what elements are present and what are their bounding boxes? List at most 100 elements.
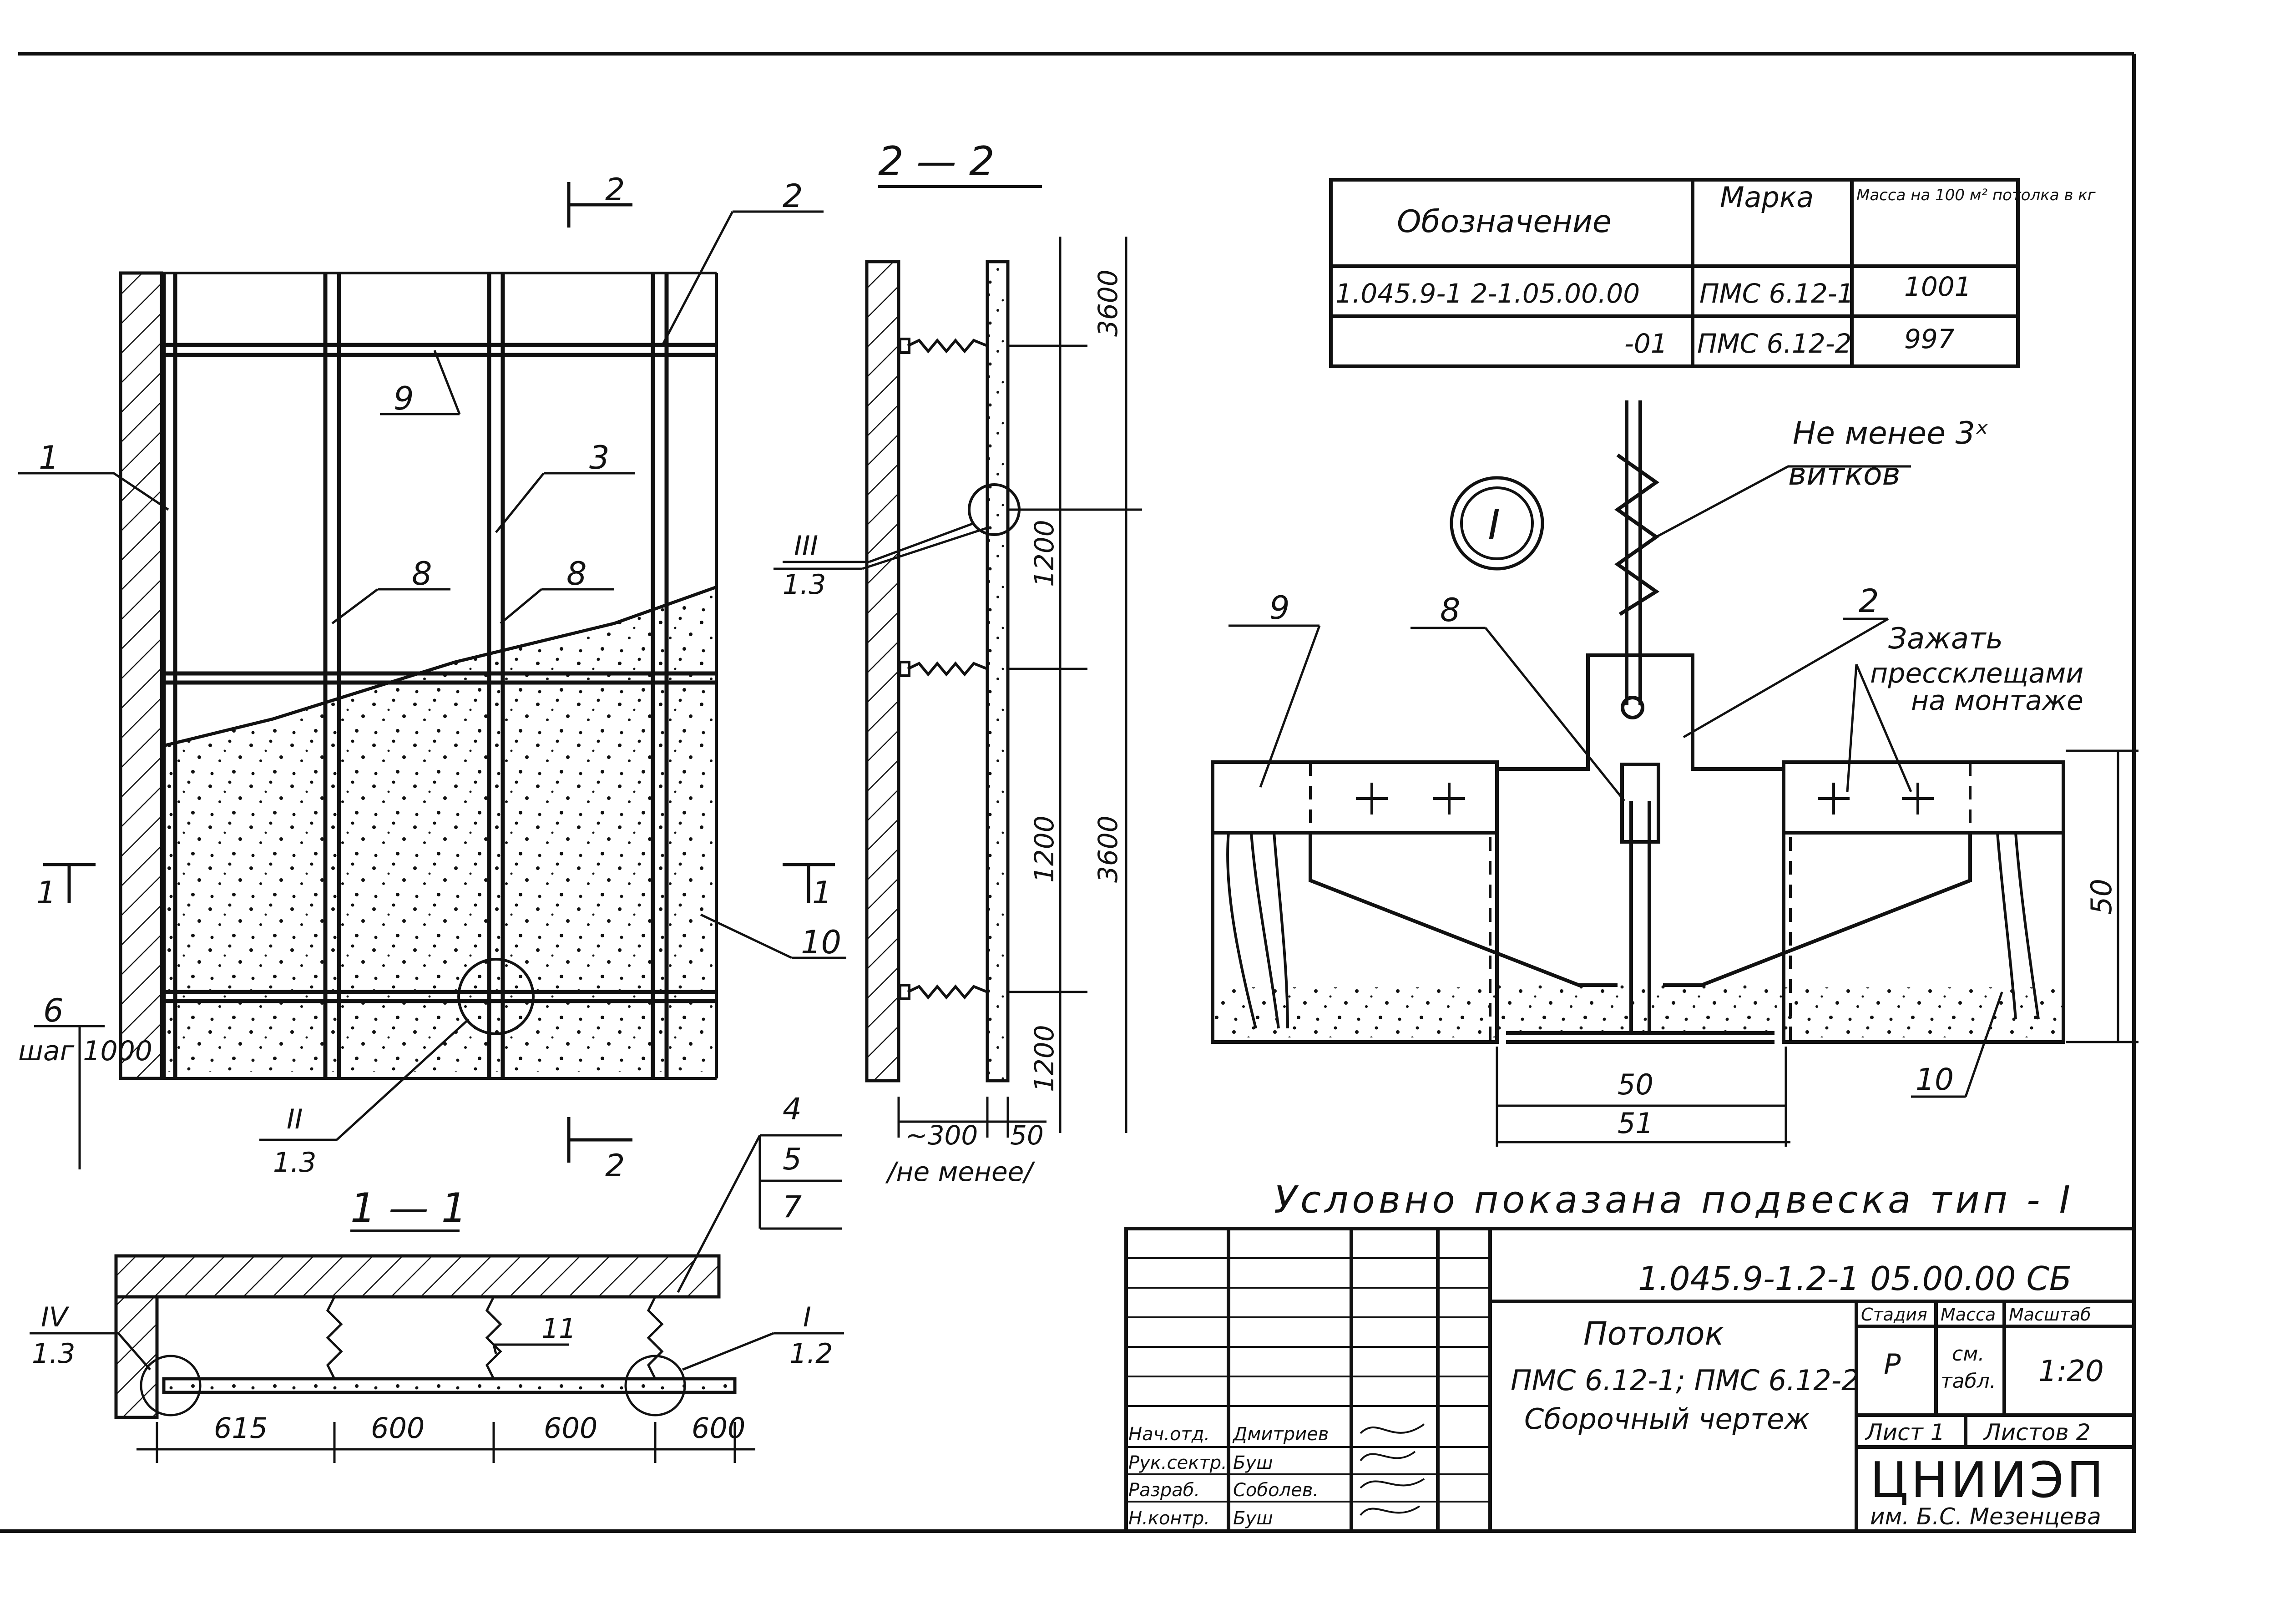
dim-1200-a: 1200 <box>1029 520 1060 587</box>
title-sheets: Листов 2 <box>1983 1419 2090 1446</box>
plan-label-10: 10 <box>801 924 841 961</box>
detail-node-i: I <box>1211 400 2138 1222</box>
plan-label-5: 5 <box>783 1142 802 1177</box>
plan-ref-ii-den: 1.3 <box>273 1147 316 1179</box>
detail-node-mark: I <box>1488 501 1500 549</box>
plan-label-3: 3 <box>589 439 610 476</box>
title-sheet: Лист 1 <box>1865 1419 1945 1446</box>
person-role-1: Нач.отд. <box>1128 1424 1210 1445</box>
detail-label-2: 2 <box>1859 582 1879 620</box>
detail-dim-51: 51 <box>1618 1107 1653 1140</box>
plan-wall-hatch <box>119 271 163 1080</box>
detail-dim-50-vertical: 50 <box>2085 879 2118 915</box>
spec-header-mark: Марка <box>1720 181 1814 214</box>
plan-label-8a: 8 <box>412 555 432 592</box>
title-header-mass: Масса <box>1941 1305 1996 1325</box>
section-2-2-title: 2 — 2 <box>878 138 995 185</box>
person-name-4: Буш <box>1233 1508 1273 1529</box>
section-1-1-title: 1 — 1 <box>350 1184 467 1231</box>
title-header-scale: Масштаб <box>2009 1305 2091 1325</box>
detail-caption: Условно показана подвеска тип - I <box>1274 1179 2074 1222</box>
section-1-1-ref-iv-num: IV <box>41 1301 70 1333</box>
person-role-4: Н.контр. <box>1128 1508 1210 1529</box>
title-org-1: ЦНИИЭП <box>1870 1452 2106 1509</box>
section-1-1-wall <box>114 1295 159 1419</box>
person-role-3: Разраб. <box>1128 1480 1200 1501</box>
section-1-1-label-11: 11 <box>541 1313 576 1345</box>
dim-3600-bottom: 3600 <box>1092 815 1123 883</box>
title-mass-2: табл. <box>1941 1370 1996 1393</box>
section-1-1-ref-i-num: I <box>803 1301 811 1333</box>
section-mark-1-right: 1 <box>812 875 832 911</box>
spec-table: Обозначение Марка Масса на 100 м² потолк… <box>1329 178 2096 368</box>
title-header-stage: Стадия <box>1861 1305 1927 1325</box>
plan-label-1: 1 <box>39 439 59 476</box>
section-1-1-panel <box>162 1377 737 1394</box>
plan-step-note: шаг 1000 <box>18 1035 152 1067</box>
plan-ref-ii-num: II <box>287 1103 303 1135</box>
dim-600-b: 600 <box>544 1412 597 1445</box>
dim-1200-c: 1200 <box>1029 1025 1060 1092</box>
detail-note-turns-2: витков <box>1788 456 1901 492</box>
section-2-2-wall <box>865 260 900 1083</box>
dim-600-a: 600 <box>371 1412 425 1445</box>
spec-row2-designation: -01 <box>1624 328 1668 359</box>
person-name-3: Соболев. <box>1233 1480 1319 1501</box>
detail-left-fill <box>1214 987 1496 1037</box>
plan-label-7: 7 <box>783 1189 802 1224</box>
dim-615: 615 <box>214 1412 268 1445</box>
title-org-2: им. Б.С. Мезенцева <box>1870 1503 2101 1530</box>
plan-filled-area <box>162 587 717 1072</box>
title-line-1: Потолок <box>1583 1315 1724 1352</box>
dim-50-s22: 50 <box>1010 1120 1044 1151</box>
section-1-1-slab <box>114 1254 721 1299</box>
dim-600-c: 600 <box>692 1412 745 1445</box>
dim-300: ~300 <box>905 1120 978 1151</box>
plan-label-6: 6 <box>43 992 64 1029</box>
section-2-2-ceiling-panel <box>986 260 1010 1083</box>
section-2-2-ref-iii-den: 1.3 <box>783 569 826 601</box>
title-block: 1.045.9-1.2-1 05.00.00 СБ Потолок ПМС 6.… <box>1124 1227 2136 1533</box>
spec-row2-mass: 997 <box>1904 324 1955 354</box>
title-stage: Р <box>1884 1348 1901 1381</box>
title-mass-1: см. <box>1952 1342 1984 1366</box>
title-code: 1.045.9-1.2-1 05.00.00 СБ <box>1638 1260 2072 1298</box>
detail-label-10: 10 <box>1916 1062 1954 1097</box>
section-mark-2-bottom: 2 <box>605 1148 625 1184</box>
detail-right-fill <box>1785 987 2063 1037</box>
plan-label-9: 9 <box>394 380 414 417</box>
dim-note-min: /не менее/ <box>885 1156 1035 1187</box>
plan-fill-boundary <box>161 585 718 748</box>
title-line-2: ПМС 6.12-1; ПМС 6.12-2 <box>1511 1364 1860 1397</box>
spec-row1-mass: 1001 <box>1904 271 1972 302</box>
dim-1200-b: 1200 <box>1029 815 1060 883</box>
plan-node-ii-circle <box>457 958 535 1035</box>
person-name-2: Буш <box>1233 1452 1273 1473</box>
title-line-3: Сборочный чертеж <box>1524 1402 1810 1436</box>
spec-header-designation: Обозначение <box>1397 204 1612 240</box>
detail-note-clamp-1: Зажать <box>1888 622 2003 656</box>
dim-3600-top: 3600 <box>1092 269 1123 337</box>
plan-view: 2 2 1 1 1 2 3 9 8 8 10 6 шаг 1000 II <box>18 172 988 1293</box>
spec-row1-mark: ПМС 6.12-1 <box>1699 278 1854 309</box>
detail-dim-50: 50 <box>1618 1068 1653 1101</box>
section-1-1: 1 — 1 IV 1.3 I 1.2 11 615 600 600 600 <box>30 1184 844 1463</box>
detail-note-clamp-3: на монтаже <box>1911 685 2083 717</box>
plan-label-2: 2 <box>783 177 803 215</box>
section-2-2: 2 — 2 III 1.3 3600 1200 1200 3600 1200 <box>783 138 1142 1187</box>
title-scale: 1:20 <box>2038 1355 2104 1388</box>
spec-row1-designation: 1.045.9-1 2-1.05.00.00 <box>1335 278 1640 309</box>
section-mark-1-left: 1 <box>36 875 56 911</box>
detail-label-9: 9 <box>1269 589 1290 627</box>
section-mark-2-top: 2 <box>605 172 625 208</box>
detail-note-clamp-2: прессклещами <box>1870 658 2083 689</box>
spec-row2-mark: ПМС 6.12-2 <box>1697 328 1852 359</box>
detail-note-turns-1: Не менее 3ˣ <box>1793 415 1989 451</box>
plan-label-8b: 8 <box>566 555 587 592</box>
person-name-1: Дмитриев <box>1232 1424 1329 1445</box>
detail-label-8: 8 <box>1440 592 1461 629</box>
section-2-2-ref-iii-num: III <box>794 530 818 562</box>
plan-label-4: 4 <box>783 1092 802 1127</box>
section-1-1-ref-i-den: 1.2 <box>789 1338 833 1370</box>
